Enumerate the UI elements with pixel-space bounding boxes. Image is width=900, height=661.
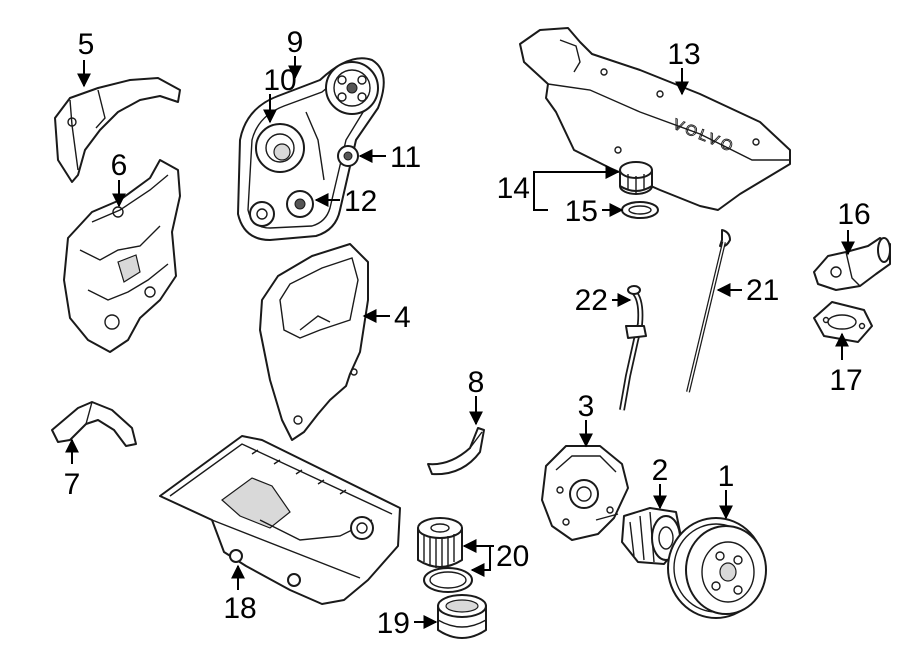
upper-timing-cover — [54, 77, 181, 183]
callout-14: 14 — [497, 172, 530, 205]
callout-20: 20 — [496, 540, 529, 573]
callout-13: 13 — [667, 38, 700, 71]
callout-15: 15 — [565, 195, 598, 228]
callout-labels: 1 2 3 4 5 6 7 8 9 10 11 12 13 14 15 16 1… — [64, 26, 871, 640]
callout-8: 8 — [468, 366, 485, 399]
front-timing-cover — [259, 243, 369, 441]
pcv-gasket — [813, 301, 873, 343]
callout-21: 21 — [746, 274, 779, 307]
bracket — [51, 401, 137, 447]
callout-11: 11 — [390, 141, 421, 174]
oil-pan — [159, 435, 401, 605]
callout-10: 10 — [263, 64, 296, 97]
callout-6: 6 — [111, 149, 128, 182]
oil-filter — [417, 517, 463, 568]
crankshaft-pulley — [667, 517, 767, 619]
oil-filter-cap — [437, 594, 487, 639]
oil-pump — [541, 445, 629, 541]
callout-17: 17 — [829, 364, 862, 397]
callout-16: 16 — [837, 198, 870, 231]
callout-12: 12 — [344, 185, 377, 218]
callout-2: 2 — [652, 454, 669, 487]
timing-belt-assembly — [237, 57, 385, 241]
callout-3: 3 — [578, 390, 595, 423]
callout-19: 19 — [377, 607, 410, 640]
callout-22: 22 — [575, 284, 608, 317]
inner-timing-cover — [63, 159, 181, 353]
pcv-housing — [813, 237, 891, 291]
callout-9: 9 — [287, 26, 304, 59]
dipstick — [686, 229, 731, 393]
callout-4: 4 — [394, 301, 411, 334]
baffle — [427, 427, 485, 476]
callout-7: 7 — [64, 468, 81, 501]
leader-lines — [65, 56, 855, 629]
callout-5: 5 — [78, 28, 95, 61]
dipstick-tube — [619, 285, 647, 411]
filler-cap-seal — [621, 201, 659, 219]
callout-1: 1 — [718, 460, 735, 493]
oil-filler-cap — [619, 161, 653, 195]
callout-18: 18 — [223, 592, 256, 625]
engine-cover: VOLVO — [519, 27, 791, 211]
oil-filter-gasket — [423, 567, 473, 593]
